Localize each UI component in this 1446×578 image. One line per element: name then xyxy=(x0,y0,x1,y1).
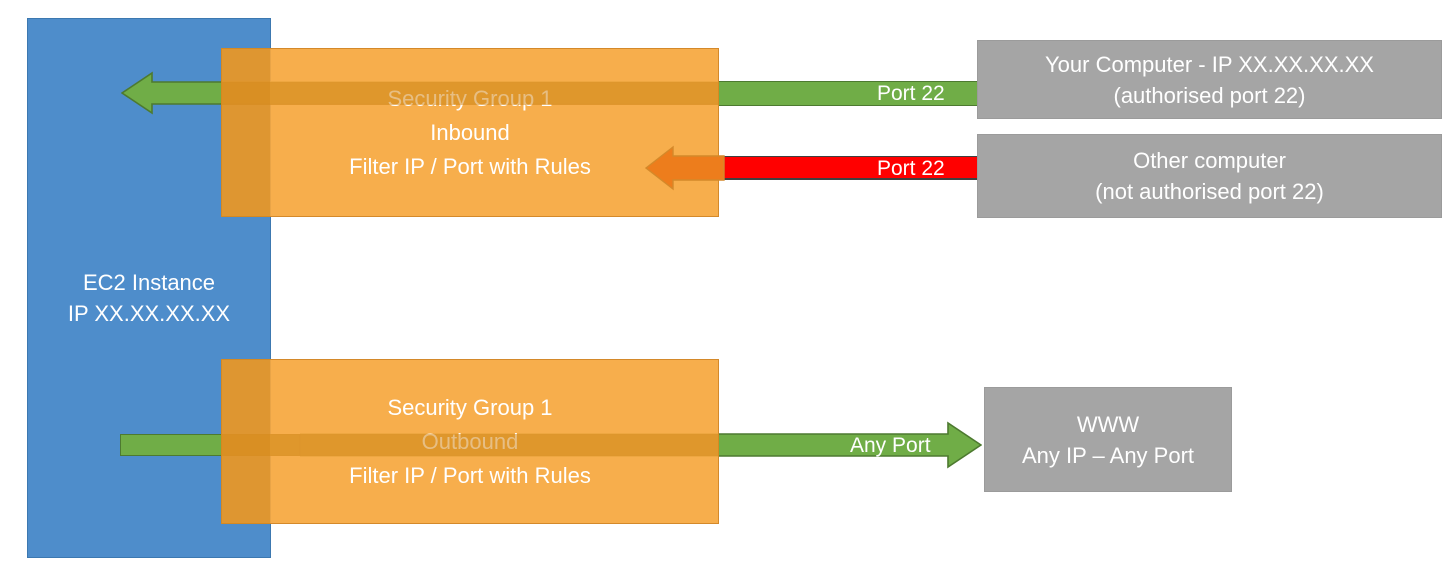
sg-inbound-title: Security Group 1 xyxy=(387,85,553,111)
endpoint-your-computer-box: Your Computer - IP XX.XX.XX.XX (authoris… xyxy=(977,40,1442,119)
sg-outbound-direction: Outbound xyxy=(421,428,519,454)
www-name: WWW xyxy=(1076,411,1140,437)
endpoint-www-box: WWW Any IP – Any Port xyxy=(984,387,1232,492)
sg-inbound-direction: Inbound xyxy=(430,119,510,145)
denied-port22-label: Port 22 xyxy=(877,157,945,180)
ec2-name: EC2 Instance xyxy=(82,270,216,295)
your-computer-name: Your Computer - IP XX.XX.XX.XX xyxy=(1045,51,1374,77)
sg-outbound-rules: Filter IP / Port with Rules xyxy=(349,462,591,488)
other-computer-name: Other computer xyxy=(1133,148,1286,173)
sg-outbound-title: Security Group 1 xyxy=(387,394,553,420)
your-computer-note: (authorised port 22) xyxy=(1113,82,1306,108)
www-note: Any IP – Any Port xyxy=(1021,442,1195,468)
ec2-ip: IP XX.XX.XX.XX xyxy=(67,301,231,326)
security-group-inbound-box: Security Group 1 Inbound Filter IP / Por… xyxy=(221,48,719,217)
sg-inbound-rules: Filter IP / Port with Rules xyxy=(349,153,591,179)
ec2-instance-label: EC2 Instance IP XX.XX.XX.XX xyxy=(28,267,270,329)
denied-port22-bar xyxy=(718,156,979,180)
security-group-outbound-box: Security Group 1 Outbound Filter IP / Po… xyxy=(221,359,719,524)
allowed-anyport-label: Any Port xyxy=(850,434,931,457)
endpoint-other-computer-box: Other computer (not authorised port 22) xyxy=(977,134,1442,218)
other-computer-note: (not authorised port 22) xyxy=(1095,179,1324,204)
allowed-port22-label: Port 22 xyxy=(877,82,945,105)
denied-inbound-arrow xyxy=(644,145,725,191)
